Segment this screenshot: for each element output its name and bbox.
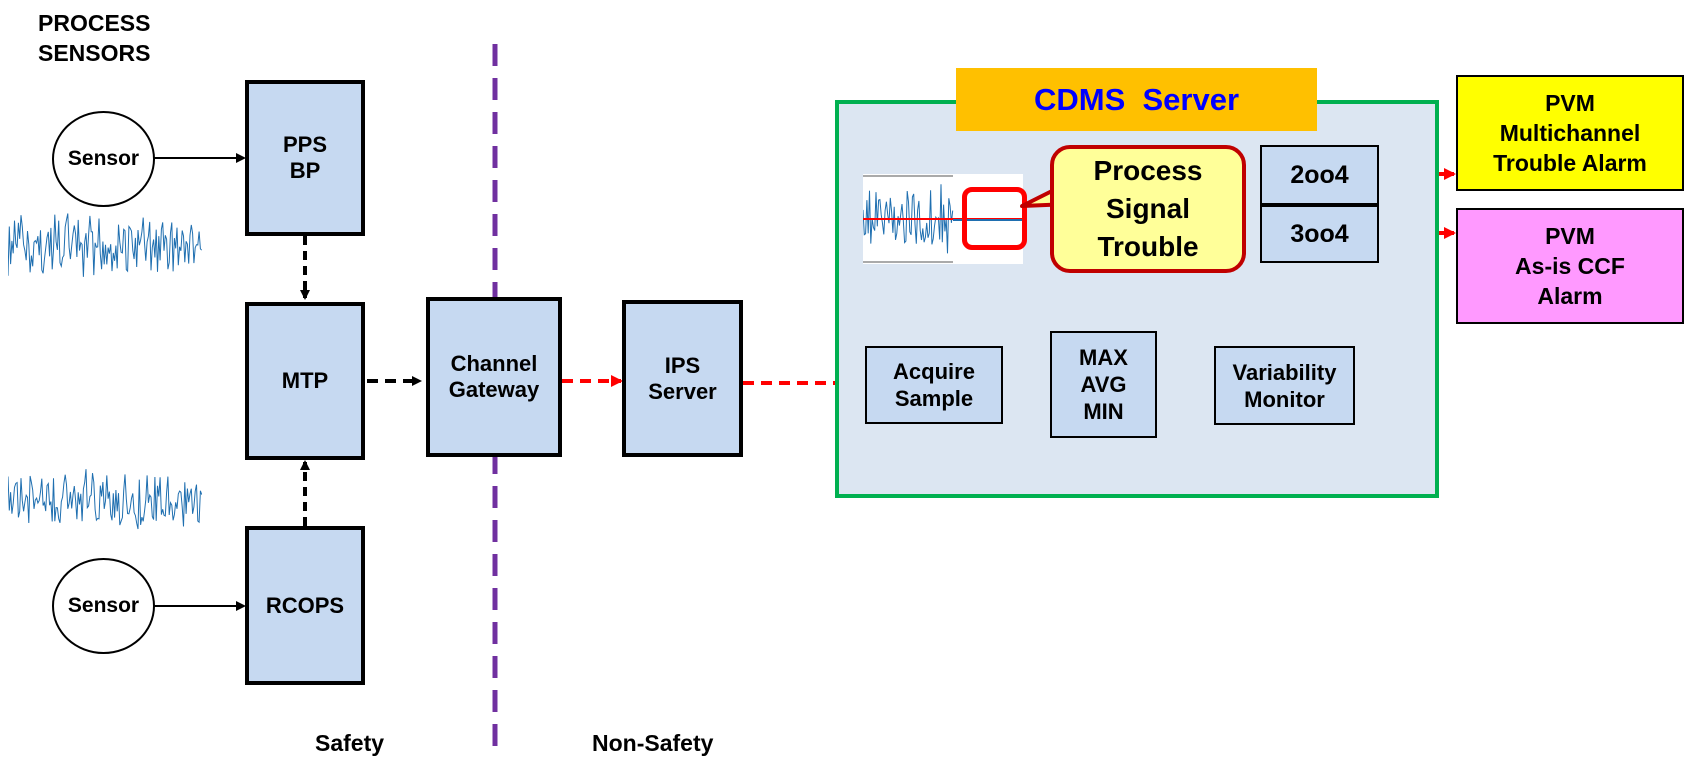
non-safety-label: Non-Safety [592,730,714,756]
avg-label: AVG [1080,372,1127,397]
rcops-label: RCOPS [265,592,345,618]
multichannel-alarm-line-1: PVM [1545,90,1595,116]
sensor-top-label: Sensor [67,147,140,170]
ccf-alarm-line-3: Alarm [1537,283,1603,309]
variability-monitor-box: Variability Monitor [1214,346,1355,425]
cdms-server-title-text: CDMS Server [1033,81,1240,117]
sensor-bottom: Sensor [52,558,155,654]
vote-2oo4-box: 2oo4 [1260,145,1379,205]
acquire-sample-box: Acquire Sample [865,346,1003,424]
channel-gateway-line-2: Gateway [448,377,540,402]
cdms-server-title: CDMS Server [956,68,1317,131]
ips-server-block: IPS Server [622,300,743,457]
ccf-alarm-line-2: As-is CCF [1515,253,1625,279]
ccf-alarm-line-1: PVM [1545,223,1595,249]
callout-line-3: Trouble [1097,231,1199,262]
callout-line-2: Signal [1105,193,1190,224]
vote-2oo4-label: 2oo4 [1290,160,1349,189]
pvm-multichannel-trouble-alarm: PVM Multichannel Trouble Alarm [1456,75,1684,191]
vote-3oo4-box: 3oo4 [1260,205,1379,263]
acquire-sample-line-2: Sample [894,386,974,411]
channel-gateway-line-1: Channel [450,351,538,376]
process-signal-waveform-top [8,213,202,277]
safety-label: Safety [315,730,385,756]
mtp-block: MTP [245,302,365,460]
sensor-top: Sensor [52,111,155,207]
pps-bp-block: PPS BP [245,80,365,236]
process-sensors-line-2: SENSORS [38,40,151,66]
pps-bp-line-1: PPS [282,132,328,157]
callout-line-1: Process [1093,155,1203,186]
process-signal-trouble-callout: Process Signal Trouble [1050,145,1246,273]
signal-zoom-highlight [962,187,1027,250]
signal-thumbnail-waveform [862,175,1023,263]
acquire-sample-line-1: Acquire [893,359,975,384]
channel-gateway-block: Channel Gateway [426,297,562,457]
ips-server-line-2: Server [648,378,717,404]
rcops-block: RCOPS [245,526,365,685]
variability-monitor-line-1: Variability [1232,359,1337,385]
pps-bp-line-2: BP [289,158,321,183]
multichannel-alarm-line-2: Multichannel [1499,120,1641,146]
vote-3oo4-label: 3oo4 [1290,219,1349,248]
process-sensors-line-1: PROCESS [38,10,151,36]
sensor-bottom-label: Sensor [67,594,140,617]
multichannel-alarm-line-3: Trouble Alarm [1493,150,1647,176]
variability-monitor-line-2: Monitor [1244,386,1325,412]
process-signal-waveform-bottom [8,469,202,530]
pvm-as-is-ccf-alarm: PVM As-is CCF Alarm [1456,208,1684,324]
ips-server-line-1: IPS [664,352,701,378]
process-sensors-label: PROCESS SENSORS [38,8,150,68]
mtp-label: MTP [281,368,329,393]
max-avg-min-box: MAX AVG MIN [1050,331,1157,438]
max-label: MAX [1079,345,1128,370]
min-label: MIN [1083,399,1124,424]
